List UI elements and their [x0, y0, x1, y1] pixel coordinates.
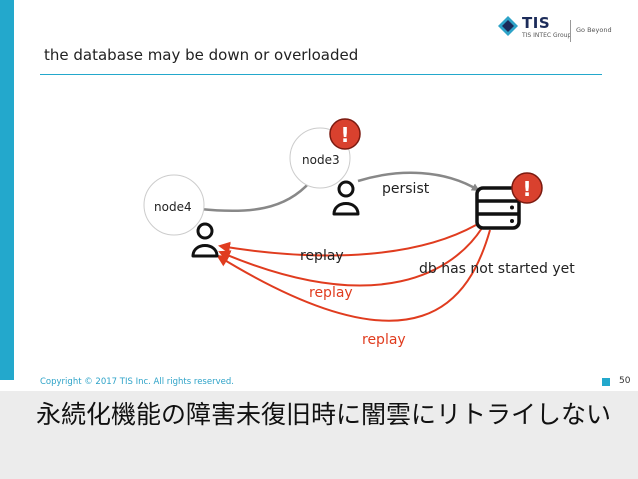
- svg-text:!: !: [340, 123, 349, 147]
- replay-label-3: replay: [362, 332, 406, 348]
- page-marker: [602, 378, 610, 386]
- node3-label: node3: [302, 153, 340, 167]
- svg-text:!: !: [522, 177, 531, 201]
- title-divider: [40, 74, 602, 75]
- database-icon: [475, 186, 521, 230]
- node3-alert-icon: !: [329, 118, 361, 150]
- db-status-note: db has not started yet: [419, 261, 575, 277]
- logo-brand: TIS: [522, 14, 551, 32]
- slide-caption: 永続化機能の障害未復旧時に闇雲にリトライしない: [36, 400, 612, 429]
- database-alert-icon: !: [511, 172, 543, 204]
- page-number: 50: [619, 376, 631, 386]
- caption-bar: [0, 391, 638, 479]
- node3-user-icon: [332, 180, 360, 216]
- edge-replay-1: [218, 224, 477, 257]
- replay-label-2: replay: [309, 285, 353, 301]
- edge-node3-persist-to-database: [357, 171, 480, 192]
- tis-logo-mark-icon: [498, 16, 518, 36]
- edge-node4-to-node3: [199, 181, 311, 213]
- copyright-text: Copyright © 2017 TIS Inc. All rights res…: [40, 377, 234, 387]
- diagram: node3 node4 ! ! persist replay replay re…: [143, 118, 575, 348]
- node4-user-icon: [191, 222, 219, 258]
- left-accent-bar: [0, 0, 14, 380]
- persist-label: persist: [382, 181, 430, 197]
- slide-title: the database may be down or overloaded: [44, 46, 359, 64]
- edge-replay-3: [216, 229, 491, 322]
- replay-label-1: replay: [300, 248, 344, 264]
- node4-circle: [143, 174, 205, 236]
- logo-divider: [570, 20, 571, 42]
- node4-label: node4: [154, 200, 192, 214]
- logo-group: TIS INTEC Group: [522, 32, 572, 39]
- company-logo: TIS TIS INTEC Group Go Beyond: [498, 10, 616, 48]
- logo-tagline: Go Beyond: [576, 26, 612, 34]
- edge-replay-2: [218, 227, 483, 287]
